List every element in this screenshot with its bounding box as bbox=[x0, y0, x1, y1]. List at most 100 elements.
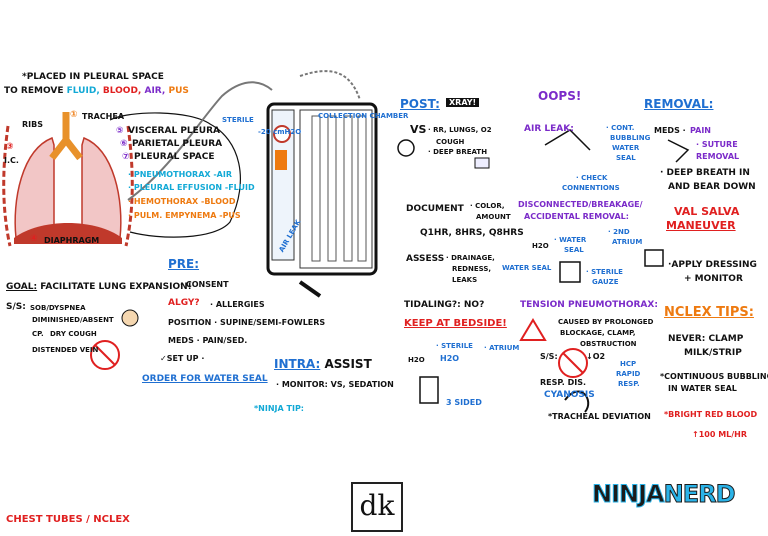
oops-resp: RESP. bbox=[618, 380, 640, 388]
post-vs: VS bbox=[410, 123, 427, 136]
oops-cyanosis: CYANOSIS bbox=[544, 390, 595, 400]
cp-label: CP. bbox=[32, 330, 44, 338]
oops-sterile: · STERILE bbox=[586, 268, 623, 276]
collection-chamber-label: COLLECTION CHAMBER bbox=[318, 112, 409, 120]
pleura-callout bbox=[109, 112, 241, 238]
removal-suture-2: REMOVAL bbox=[696, 152, 740, 161]
chest-tube-line bbox=[127, 81, 273, 201]
diaphragm-label: DIAPHRAGM bbox=[44, 236, 100, 245]
nclex-bright: *BRIGHT RED BLOOD bbox=[664, 410, 758, 419]
ic-label: I.C. bbox=[4, 156, 19, 165]
num-1: ① bbox=[70, 110, 78, 120]
oops-title: OOPS! bbox=[538, 89, 582, 103]
post-vs-items: · RR, LUNGS, O2 bbox=[428, 126, 492, 134]
post-title: POST: bbox=[400, 97, 440, 111]
footer-title: CHEST TUBES / NCLEX bbox=[6, 514, 130, 525]
brand-part-2: NERD bbox=[663, 480, 736, 509]
intra-tip: *NINJA TIP: bbox=[254, 404, 304, 413]
nclex-ml: ↑100 ML/HR bbox=[692, 430, 748, 439]
oops-resp-dis: RESP. DIS. bbox=[540, 378, 587, 387]
post-document: DOCUMENT bbox=[406, 204, 464, 214]
removal-title: REMOVAL: bbox=[644, 97, 714, 111]
oops-gauze: GAUZE bbox=[592, 278, 619, 286]
xray-badge: XRAY! bbox=[446, 98, 480, 108]
ss-item-4: DISTENDED VEIN bbox=[32, 346, 99, 354]
post-3-sided: 3 SIDED bbox=[446, 398, 482, 407]
pre-consent: · CONSENT bbox=[180, 280, 229, 289]
removal-apply-1: ·APPLY DRESSING bbox=[668, 260, 757, 270]
oops-caused-1: CAUSED BY PROLONGED bbox=[558, 318, 654, 326]
removal-valsalva-1: VAL SALVA bbox=[674, 205, 740, 218]
ss-label: S/S: bbox=[6, 302, 26, 312]
post-atrium: · ATRIUM bbox=[484, 344, 520, 352]
removal-deep-2: AND BEAR DOWN bbox=[668, 182, 756, 192]
oops-ss: S/S: bbox=[540, 352, 558, 361]
patient-icon bbox=[121, 309, 139, 327]
oops-tracheal: *TRACHEAL DEVIATION bbox=[548, 412, 651, 421]
post-deep: · DEEP BREATH bbox=[428, 148, 488, 156]
oops-accidental: ACCIDENTAL REMOVAL: bbox=[524, 212, 629, 221]
oops-water-seal: · WATER bbox=[554, 236, 587, 244]
oops-o2: ↓O2 bbox=[586, 352, 606, 361]
oops-seal: SEAL bbox=[616, 154, 636, 162]
dk-logo: dk bbox=[351, 482, 403, 532]
pre-setup: ✓SET UP · bbox=[160, 354, 205, 363]
post-assess-3: LEAKS bbox=[452, 276, 478, 284]
nclex-cont-2: IN WATER SEAL bbox=[668, 384, 737, 393]
post-assess: ASSESS bbox=[406, 254, 445, 264]
removal-pain: PAIN bbox=[690, 126, 711, 135]
phone-icon bbox=[564, 390, 590, 413]
sterile-label: STERILE bbox=[222, 116, 254, 124]
warning-icon bbox=[519, 318, 547, 341]
oops-tension: TENSION PNEUMOTHORAX: bbox=[520, 300, 658, 310]
oops-water-seal-2: SEAL bbox=[564, 246, 584, 254]
pre-title: PRE: bbox=[168, 257, 200, 271]
effusion-item: · PLEURAL EFFUSION -FLUID bbox=[128, 183, 255, 192]
face-icon bbox=[397, 139, 415, 157]
oops-water: WATER bbox=[612, 144, 640, 152]
post-assess-2: REDNESS, bbox=[452, 265, 492, 273]
oops-cont: · CONT. bbox=[606, 124, 635, 132]
num-6: ⑥ bbox=[120, 139, 128, 149]
gauze-icon bbox=[559, 261, 581, 283]
pre-position: POSITION · SUPINE/SEMI-FOWLERS bbox=[168, 318, 326, 327]
removal-apply-2: + MONITOR bbox=[684, 274, 743, 284]
post-sterile: · STERILE bbox=[436, 342, 473, 350]
trachea-label: TRACHEA bbox=[82, 112, 125, 121]
nclex-never-2: MILK/STRIP bbox=[684, 348, 742, 358]
post-h2o: H2O bbox=[440, 354, 460, 363]
ribs-label: RIBS bbox=[22, 120, 43, 129]
pre-algy: ALGY? bbox=[168, 298, 200, 308]
post-waterseal: WATER SEAL bbox=[502, 264, 552, 272]
hemothorax-item: · HEMOTHORAX -BLOOD bbox=[128, 197, 236, 206]
post-bedside: KEEP AT BEDSIDE! bbox=[404, 318, 507, 329]
ss-item-2: DIMINISHED/ABSENT bbox=[32, 316, 114, 324]
post-doc-items: · COLOR, bbox=[470, 202, 505, 210]
oops-rapid: RAPID bbox=[616, 370, 641, 378]
brand-part-1: NINJA bbox=[592, 480, 666, 509]
suture-icon bbox=[667, 139, 690, 163]
oops-caused-3: OBSTRUCTION bbox=[580, 340, 637, 348]
oops-caused-2: BLOCKAGE, CLAMP, bbox=[560, 329, 636, 337]
oops-disconnected: DISCONNECTED/BREAKAGE/ bbox=[518, 200, 643, 209]
intra-monitor: · MONITOR: VS, SEDATION bbox=[276, 380, 394, 389]
post-amount: AMOUNT bbox=[476, 213, 511, 221]
num-5: ⑤ bbox=[116, 126, 124, 136]
bandage-icon bbox=[644, 249, 664, 267]
oops-bubbling: BUBBLING bbox=[610, 134, 651, 142]
parietal-label: PARIETAL PLEURA bbox=[132, 139, 223, 149]
post-h2o-bottle: H2O bbox=[408, 356, 425, 364]
post-assess-1: · DRAINAGE, bbox=[446, 254, 495, 262]
removal-valsalva-2: MANEUVER bbox=[666, 219, 736, 232]
pleural-space-label: PLEURAL SPACE bbox=[134, 152, 215, 162]
intro-line2: TO REMOVE FLUID, BLOOD, AIR, PUS bbox=[4, 86, 189, 96]
post-freq: Q1HR, 8HRS, Q8HRS bbox=[420, 228, 524, 238]
removal-meds: MEDS · bbox=[654, 126, 686, 135]
ninja-nerd-logo: NINJANERD bbox=[592, 480, 736, 509]
oops-hcp: HCP bbox=[620, 360, 637, 368]
pre-order: ORDER FOR WATER SEAL bbox=[142, 374, 268, 384]
nclex-cont-1: *CONTINUOUS BUBBLING bbox=[660, 372, 768, 381]
ss-item-1: SOB/DYSPNEA bbox=[30, 304, 86, 312]
drainage-unit-icon bbox=[266, 102, 378, 298]
